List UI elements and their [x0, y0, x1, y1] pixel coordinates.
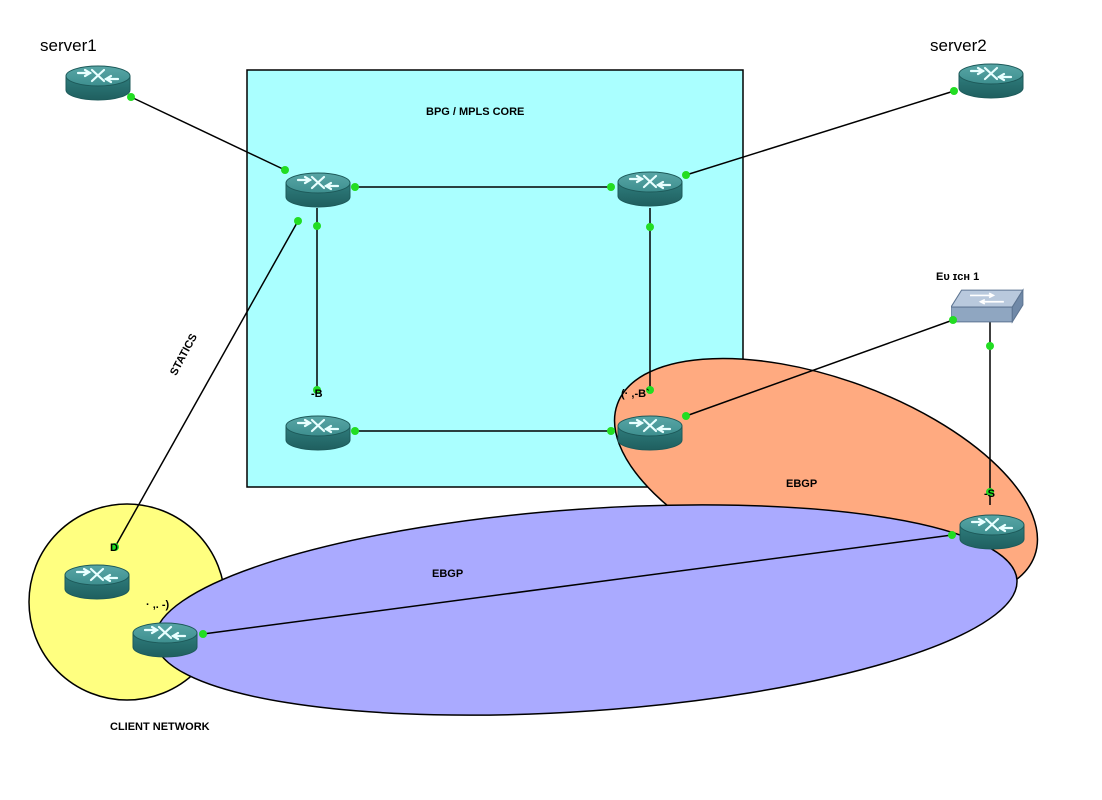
- ebgp-orange-label: EBGP: [786, 478, 818, 490]
- server1-label: server1: [40, 36, 97, 55]
- router-icon: [616, 414, 684, 452]
- router-core-bl[interactable]: [284, 414, 352, 452]
- router-server1[interactable]: [64, 64, 132, 102]
- core-br-iface-label: (· ,-B`: [621, 388, 650, 400]
- client-top-iface-label: D: [110, 542, 118, 554]
- client-bottom-iface-label: · ,. -): [146, 599, 170, 611]
- link-ebgp: [202, 534, 953, 635]
- router-client-top[interactable]: [63, 563, 131, 601]
- ebgp-blue-label: EBGP: [432, 568, 464, 580]
- switch-device[interactable]: [951, 289, 1024, 323]
- router-ebgp[interactable]: [958, 513, 1026, 551]
- router-icon: [957, 62, 1025, 100]
- ebgp-blue-zone: [154, 504, 1018, 716]
- ebgp-router-iface-label: -S: [984, 488, 995, 500]
- core-bl-iface-label: -B: [311, 388, 323, 400]
- router-server2[interactable]: [957, 62, 1025, 100]
- link-statics: [114, 220, 299, 548]
- router-icon: [958, 513, 1026, 551]
- link-endpoints: [111, 87, 994, 638]
- router-core-tr[interactable]: [616, 170, 684, 208]
- router-icon: [64, 64, 132, 102]
- link-server1-core: [130, 96, 286, 171]
- link-switch-pe: [685, 319, 954, 417]
- router-icon: [63, 563, 131, 601]
- switch-icon: [951, 289, 1024, 323]
- core-zone-title: BPG / MPLS CORE: [426, 106, 525, 118]
- server2-label: server2: [930, 36, 987, 55]
- router-client-bottom[interactable]: [131, 621, 199, 659]
- router-core-tl[interactable]: [284, 171, 352, 209]
- router-icon: [284, 171, 352, 209]
- switch-label: Eᴜ ɪᴄʜ 1: [936, 271, 980, 283]
- router-icon: [284, 414, 352, 452]
- link-server2-core: [685, 90, 955, 176]
- router-icon: [131, 621, 199, 659]
- router-core-br[interactable]: [616, 414, 684, 452]
- router-icon: [616, 170, 684, 208]
- client-network-label: CLIENT NETWORK: [110, 721, 210, 733]
